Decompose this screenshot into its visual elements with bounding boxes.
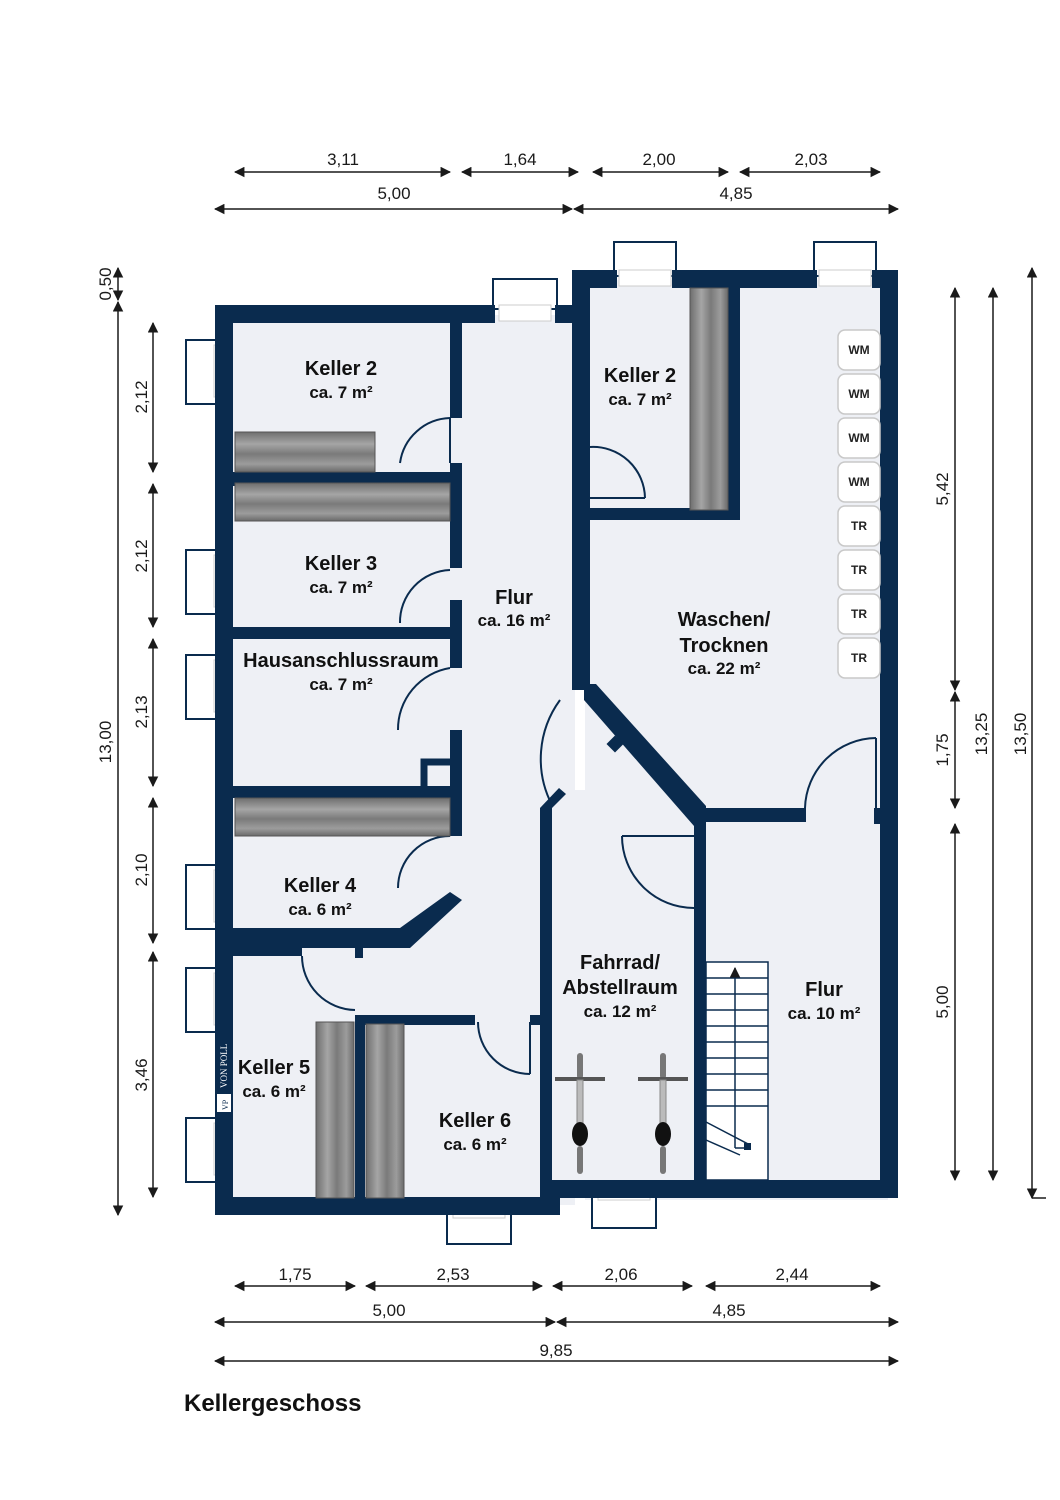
appliance-label: WM: [848, 387, 869, 401]
room-name: Keller 2: [305, 358, 377, 380]
bicycle-icon: [638, 1053, 688, 1174]
dim-label: 5,00: [933, 985, 952, 1018]
dimension-labels: 3,11 1,64 2,00 2,03 5,00 4,85 1,75 2,53 …: [96, 150, 1030, 1360]
room-area: ca. 7 m²: [608, 390, 672, 409]
dryer-icon: [837, 637, 881, 679]
von-poll-logo: VON POLL VP: [215, 1028, 233, 1118]
room-area: ca. 22 m²: [688, 659, 761, 678]
dim-label: 1,75: [933, 733, 952, 766]
appliance-column: WM WM WM WM TR TR TR TR: [837, 329, 881, 679]
washing-machine-icon: [837, 329, 881, 371]
shelves: [234, 287, 729, 1199]
room-name: Trocknen: [680, 635, 769, 657]
appliance-label: TR: [851, 607, 867, 621]
dimension-lines: [112, 166, 1046, 1367]
doors: [301, 417, 877, 1075]
floor-title: Kellergeschoss: [184, 1390, 362, 1417]
stair-start-marker: [744, 1143, 751, 1150]
dim-label: 2,13: [132, 695, 151, 728]
dim-label: 2,00: [642, 150, 675, 169]
appliance-label: TR: [851, 563, 867, 577]
appliance-label: WM: [848, 475, 869, 489]
appliance-label: WM: [848, 343, 869, 357]
windows: [185, 241, 877, 1245]
room-area: ca. 6 m²: [288, 900, 352, 919]
staircase: [705, 961, 769, 1181]
dim-label: 2,10: [132, 853, 151, 886]
dim-label: 2,12: [132, 539, 151, 572]
room-name: Keller 2: [604, 365, 676, 387]
room-area: ca. 7 m²: [309, 578, 373, 597]
dim-label: 13,25: [972, 713, 991, 756]
dim-label: 3,11: [327, 150, 359, 169]
bicycle-icon: [555, 1053, 605, 1174]
room-name: Fahrrad/: [580, 952, 660, 974]
dryer-icon: [837, 549, 881, 591]
dim-label: 4,85: [712, 1301, 745, 1320]
dim-label: 3,46: [132, 1058, 151, 1091]
room-area: ca. 16 m²: [478, 611, 551, 630]
dim-label: 5,00: [372, 1301, 405, 1320]
dryer-icon: [837, 505, 881, 547]
room-name: Waschen/: [678, 609, 771, 631]
appliance-label: TR: [851, 519, 867, 533]
dim-label: 13,00: [96, 721, 115, 764]
dim-label: 1,64: [503, 150, 536, 169]
dim-label: 13,50: [1011, 713, 1030, 756]
dim-label: 2,44: [775, 1265, 808, 1284]
appliance-label: WM: [848, 431, 869, 445]
dryer-icon: [837, 593, 881, 635]
washing-machine-icon: [837, 373, 881, 415]
dim-label: 5,00: [377, 184, 410, 203]
washing-machine-icon: [837, 461, 881, 503]
room-area: ca. 7 m²: [309, 383, 373, 402]
dim-label: 5,42: [933, 472, 952, 505]
dim-label: 2,12: [132, 380, 151, 413]
logo-brand: VON POLL: [219, 1044, 229, 1088]
walls: [215, 270, 898, 1215]
logo-mark: VP: [221, 1099, 230, 1110]
room-area: ca. 10 m²: [788, 1004, 861, 1023]
room-name: Flur: [805, 979, 843, 1001]
room-name: Hausanschlussraum: [243, 650, 439, 672]
dim-label: 0,50: [96, 267, 115, 300]
dim-label: 2,03: [794, 150, 827, 169]
room-name: Keller 6: [439, 1110, 511, 1132]
dim-label: 4,85: [719, 184, 752, 203]
room-area: ca. 6 m²: [443, 1135, 507, 1154]
dim-label: 9,85: [539, 1341, 572, 1360]
dim-label: 2,53: [436, 1265, 469, 1284]
washing-machine-icon: [837, 417, 881, 459]
room-labels: Keller 2 ca. 7 m² Keller 3 ca. 7 m² Haus…: [238, 358, 861, 1154]
room-name: Abstellraum: [562, 977, 678, 999]
room-name: Keller 4: [284, 875, 357, 897]
room-area: ca. 6 m²: [242, 1082, 306, 1101]
room-name: Keller 5: [238, 1057, 310, 1079]
dim-label: 1,75: [278, 1265, 311, 1284]
room-name: Flur: [495, 587, 533, 609]
appliance-label: TR: [851, 651, 867, 665]
room-area: ca. 12 m²: [584, 1002, 657, 1021]
room-area: ca. 7 m²: [309, 675, 373, 694]
room-name: Keller 3: [305, 553, 377, 575]
dim-label: 2,06: [604, 1265, 637, 1284]
